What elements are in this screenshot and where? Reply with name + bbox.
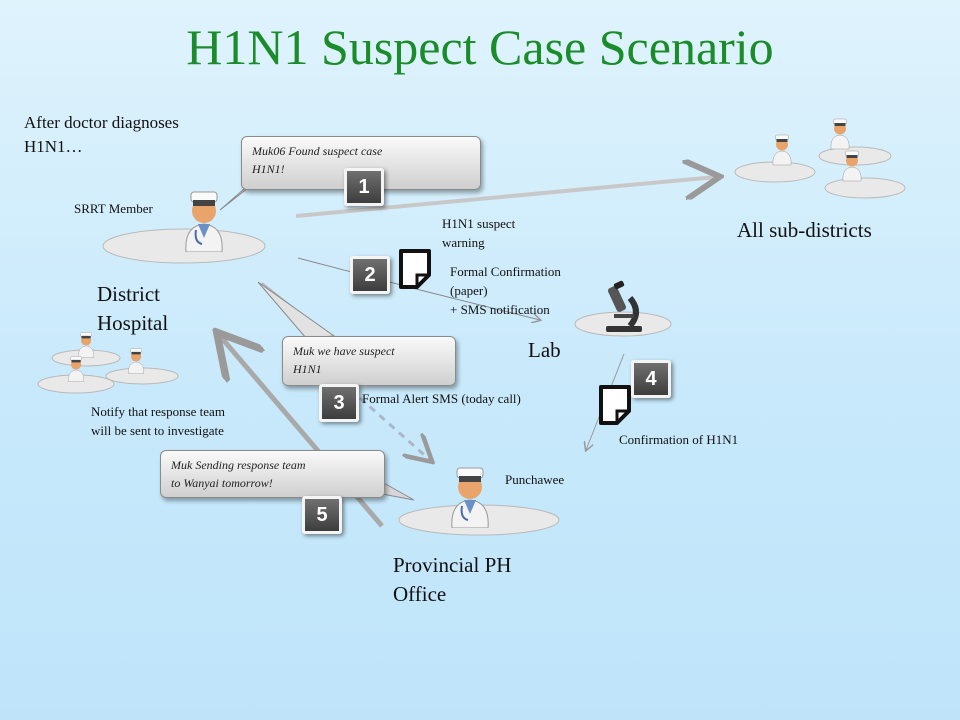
bubble-tail [381, 481, 415, 501]
label-h1n1-suspect-warning: H1N1 suspect warning [442, 216, 516, 250]
arrow-to-subdistricts [295, 177, 716, 218]
speech-bubble-suspect-h1n1: Muk we have suspect H1N1 [282, 336, 456, 386]
step-badge-2: 2 [350, 256, 390, 294]
step-badge-1: 1 [344, 168, 384, 206]
response-team-group-icon [37, 332, 179, 394]
label-all-subdistricts: All sub-districts [737, 218, 872, 242]
label-formal-confirmation: Formal Confirmation (paper) + SMS notifi… [450, 264, 561, 317]
microscope-icon [606, 280, 642, 332]
label-formal-alert-sms: Formal Alert SMS (today call) [362, 391, 521, 406]
intro-text: After doctor diagnoses H1N1… [24, 113, 179, 156]
doctor-icon [185, 191, 223, 252]
step-badge-4: 4 [631, 360, 671, 398]
step-badge-3: 3 [319, 384, 359, 422]
document-icon [399, 249, 431, 289]
speech-bubble-response-team: Muk Sending response team to Wanyai tomo… [160, 450, 385, 498]
arrow-to-lab [297, 257, 540, 320]
dashed-arrow-to-provincial [359, 396, 430, 460]
step-badge-5: 5 [302, 496, 342, 534]
label-srrt-member: SRRT Member [74, 201, 153, 216]
label-punchawee: Punchawee [505, 472, 565, 487]
label-district-hospital: District Hospital [97, 282, 169, 335]
label-notify-response-team: Notify that response team will be sent t… [91, 404, 225, 438]
label-provincial-ph-office: Provincial PH Office [393, 553, 512, 606]
subdistrict-group-icon [734, 118, 906, 199]
bubble-tail [257, 281, 336, 339]
doctor-icon [451, 467, 489, 528]
page-title: H1N1 Suspect Case Scenario [186, 19, 774, 75]
label-confirmation-of-h1n1: Confirmation of H1N1 [619, 432, 739, 447]
lab-platform [574, 311, 672, 337]
label-lab: Lab [528, 338, 561, 362]
document-icon [599, 385, 631, 425]
hospital-platform [102, 228, 266, 264]
